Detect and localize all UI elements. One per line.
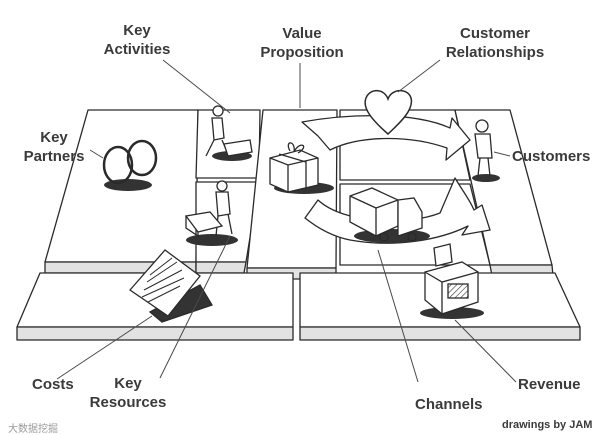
revenue-block	[299, 272, 581, 341]
leader-lines	[56, 59, 517, 383]
rings-icon	[102, 139, 158, 191]
delivery-truck-icon	[349, 187, 430, 243]
cash-register-icon	[420, 243, 484, 319]
costs-label: Costs	[32, 376, 74, 393]
key-resources-label-line2: Resources	[89, 394, 167, 411]
channels-label: Channels	[415, 396, 483, 413]
customer-person-icon	[472, 119, 500, 182]
value-proposition-label: Value Proposition	[252, 24, 352, 62]
worker-with-crate-icon	[184, 180, 238, 246]
customer-relationships-label-line2: Relationships	[445, 44, 545, 61]
key-partners-label-line2: Partners	[23, 148, 85, 165]
heart-icon	[364, 89, 413, 136]
person-working-icon	[205, 105, 253, 161]
credit-text: drawings by JAM	[502, 419, 593, 431]
contract-document-icon	[129, 249, 213, 323]
key-partners-label-line1: Key	[40, 129, 68, 146]
key-activities-label: Key Activities	[88, 21, 186, 59]
customer-relationships-label: Customer Relationships	[430, 24, 560, 62]
key-resources-label: Key Resources	[84, 374, 172, 412]
key-resources-label-line1: Key	[114, 375, 142, 392]
watermark-text: 大数据挖掘	[8, 424, 58, 435]
customers-label: Customers	[512, 148, 591, 165]
gift-box-icon	[269, 142, 334, 194]
key-partners-label: Key Partners	[12, 128, 96, 166]
key-activities-label-line1: Key	[123, 22, 151, 39]
key-activities-label-line2: Activities	[103, 41, 171, 58]
customer-relationships-label-line1: Customer	[459, 25, 530, 42]
value-proposition-label-line1: Value	[282, 25, 322, 42]
value-proposition-label-line2: Proposition	[260, 44, 344, 61]
revenue-label: Revenue	[518, 376, 581, 393]
